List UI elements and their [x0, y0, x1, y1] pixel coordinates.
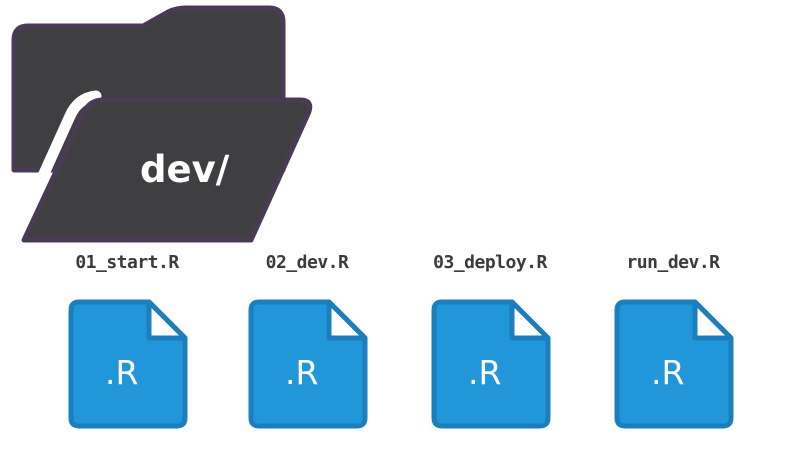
file-icon-wrap[interactable]: .R	[426, 298, 554, 430]
file-fold-corner	[692, 299, 734, 341]
file-item[interactable]: 02_dev.R .R	[217, 252, 397, 442]
file-icon-wrap[interactable]: .R	[243, 298, 371, 430]
file-label: 02_dev.R	[265, 252, 349, 273]
file-label: 03_deploy.R	[433, 252, 547, 273]
file-list: 01_start.R .R 02_dev.R .R 03	[0, 252, 800, 450]
r-script-file-icon: .R	[614, 299, 734, 429]
folder-label: dev/	[140, 148, 230, 191]
folder-divider	[8, 90, 102, 246]
r-script-file-icon: .R	[248, 299, 368, 429]
folder-front-panel	[21, 97, 313, 243]
folder-dev[interactable]: dev/	[0, 0, 330, 250]
file-icon-wrap[interactable]: .R	[609, 298, 737, 430]
r-script-file-icon: .R	[431, 299, 551, 429]
file-fold-corner	[146, 299, 188, 341]
file-extension-label: .R	[468, 353, 501, 392]
file-fold-corner	[509, 299, 551, 341]
file-extension-label: .R	[105, 353, 138, 392]
file-item[interactable]: 03_deploy.R .R	[400, 252, 580, 442]
file-extension-label: .R	[651, 353, 684, 392]
file-icon-wrap[interactable]: .R	[63, 298, 191, 430]
folder-icon: dev/	[8, 5, 313, 246]
file-fold-corner	[326, 299, 368, 341]
file-label: run_dev.R	[626, 252, 720, 273]
file-extension-label: .R	[285, 353, 318, 392]
file-item[interactable]: 01_start.R .R	[37, 252, 217, 442]
file-item[interactable]: run_dev.R .R	[583, 252, 763, 442]
file-label: 01_start.R	[75, 252, 179, 273]
r-script-file-icon: .R	[68, 299, 188, 429]
